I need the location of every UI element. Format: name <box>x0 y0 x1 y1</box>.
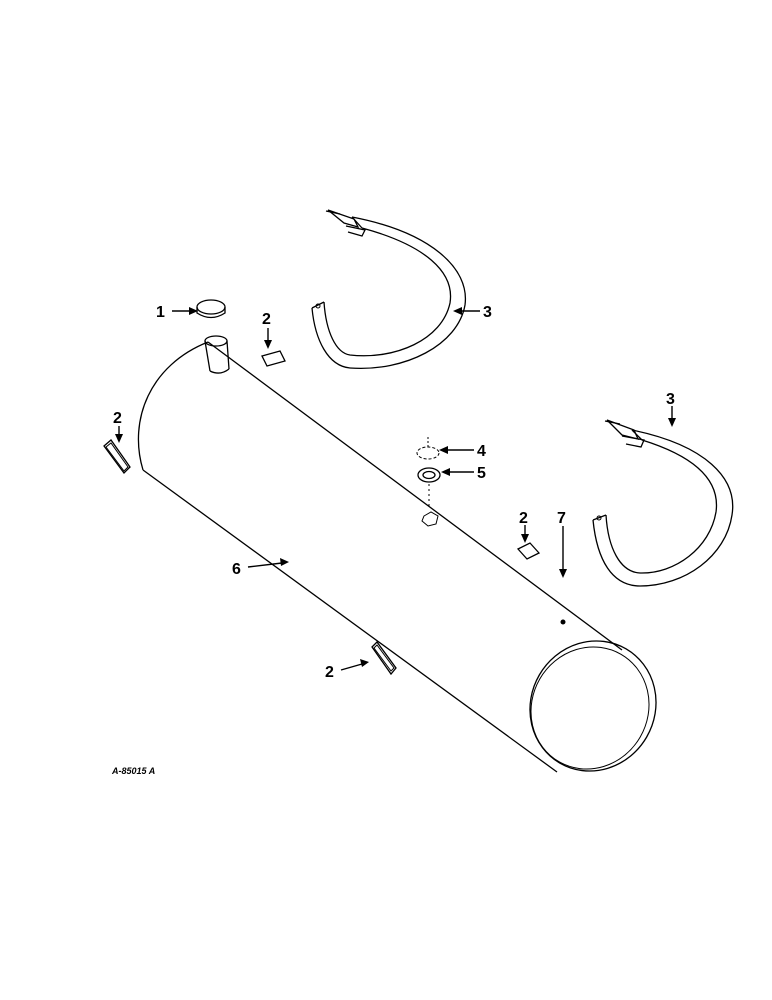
callout-2-middle: 2 <box>519 510 528 527</box>
callout-2-lower: 2 <box>325 664 334 681</box>
callout-1: 1 <box>156 304 165 321</box>
decal-lower <box>371 641 397 676</box>
callout-6: 6 <box>232 561 241 578</box>
callout-labels: 1 2 2 2 2 3 3 4 5 6 7 <box>113 304 675 681</box>
filler-cap <box>196 299 226 319</box>
drain-hole <box>560 619 566 625</box>
sealing-ring <box>417 467 441 508</box>
strap-upper <box>311 209 467 370</box>
gasket <box>416 437 440 460</box>
lock-washer <box>421 511 439 527</box>
fuel-tank <box>137 341 657 773</box>
decal-middle <box>516 542 541 560</box>
filler-neck <box>204 335 230 374</box>
callout-2-left: 2 <box>113 410 122 427</box>
callout-7: 7 <box>557 510 566 527</box>
callout-2-upper: 2 <box>262 311 271 328</box>
callout-3-lower: 3 <box>666 391 675 408</box>
reference-code: A-85015 A <box>111 766 155 776</box>
callout-5: 5 <box>477 465 486 482</box>
decal-left <box>103 439 131 474</box>
leader-lines <box>115 307 676 671</box>
decal-upper <box>261 350 286 367</box>
strap-lower <box>592 419 734 587</box>
callout-4: 4 <box>477 443 486 460</box>
callout-3-upper: 3 <box>483 304 492 321</box>
